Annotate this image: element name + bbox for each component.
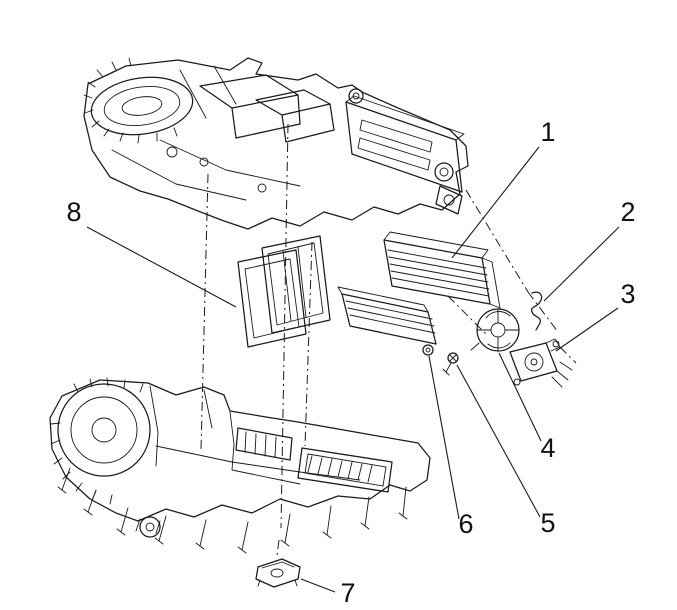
- leader-line-2: [543, 226, 620, 302]
- callout-label-6: 6: [458, 509, 473, 539]
- lower-vent-opening: [297, 447, 393, 493]
- upper-port: [348, 88, 364, 104]
- rim-hatch-ticks: [83, 57, 178, 144]
- part-6: [422, 344, 434, 356]
- callout-label-5: 5: [540, 508, 555, 538]
- part-3: [509, 338, 573, 388]
- blower-opening-outer: [90, 76, 194, 136]
- upper-duct: [345, 95, 465, 193]
- leader-line-7: [300, 578, 336, 593]
- callout-labels: 1 2 3 4 5 6 7 8: [66, 117, 635, 608]
- leader-lines: [86, 146, 620, 593]
- alignment-lines: [200, 123, 577, 557]
- drain-fitting: [139, 516, 161, 538]
- part-5: [442, 352, 459, 376]
- part-2: [530, 291, 543, 331]
- part-4: [470, 308, 520, 352]
- leader-line-8: [86, 226, 237, 308]
- blower-scroll: [57, 383, 151, 477]
- part-1: [383, 231, 501, 309]
- callout-label-7: 7: [340, 578, 355, 608]
- leader-line-3: [555, 307, 619, 352]
- callout-label-1: 1: [540, 117, 555, 147]
- blower-opening-inner: [103, 86, 181, 126]
- leader-line-6: [428, 355, 460, 520]
- callout-label-4: 4: [540, 433, 555, 463]
- leader-line-1: [451, 146, 540, 259]
- leader-line-5: [456, 364, 541, 518]
- callout-label-3: 3: [620, 279, 635, 309]
- leader-line-4: [498, 352, 542, 442]
- mounting-studs: [57, 467, 408, 554]
- callout-label-8: 8: [66, 197, 81, 227]
- scroll-hatch-ticks: [50, 377, 144, 505]
- part-7: [255, 558, 301, 588]
- part-8: [237, 235, 331, 348]
- upper-case-assembly: [83, 57, 469, 230]
- callout-label-2: 2: [620, 197, 635, 227]
- middle-tray: [337, 286, 437, 345]
- lower-case-assembly: [49, 377, 431, 554]
